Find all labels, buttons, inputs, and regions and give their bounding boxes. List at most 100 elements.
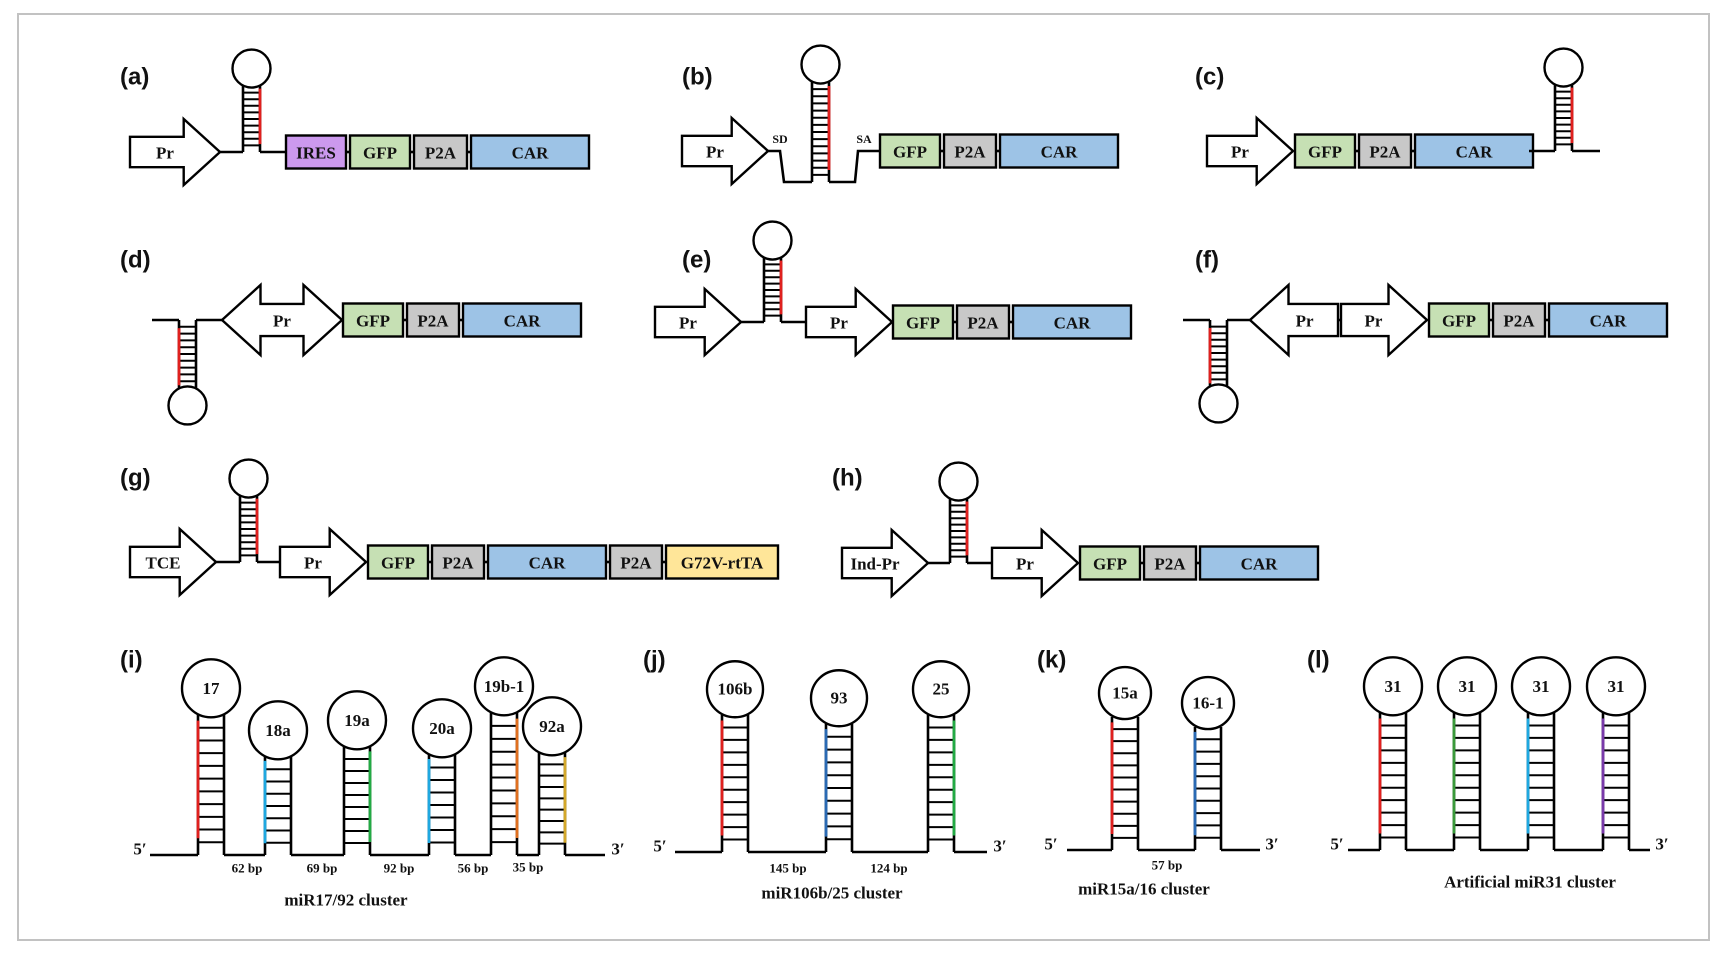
mirna-name-label: 25: [933, 680, 950, 699]
loop: [1198, 383, 1239, 424]
promoter-arrow-label: Pr: [706, 143, 724, 162]
mirna-name-label: 20a: [429, 719, 455, 738]
reverse-promoter-arrow: [1248, 282, 1340, 358]
panel-label-g: (g): [120, 465, 151, 492]
spacer-length-label: 124 bp: [870, 861, 907, 876]
inducible-promoter-arrow: [840, 527, 930, 599]
mirna-name-label: 18a: [265, 721, 291, 740]
panel-label-b: (b): [682, 64, 713, 91]
mirna-name-label: 17: [203, 679, 221, 698]
mirna-name-label: 16-1: [1192, 694, 1223, 713]
rtta-box: [664, 544, 780, 580]
promoter-arrow-label: Pr: [1231, 143, 1249, 162]
car-box-label: CAR: [1590, 312, 1628, 331]
panel-label-i: (i): [120, 647, 143, 674]
mirna-hairpin-inverted: [1198, 320, 1239, 424]
promoter-arrow-1: [653, 286, 743, 358]
spacer-length-label: 62 bp: [232, 861, 263, 876]
p2a-box-2: [608, 544, 664, 580]
panel-label-f: (f): [1195, 247, 1219, 274]
mirna-hairpin-31: [1510, 656, 1572, 850]
figure-frame: [17, 13, 1710, 941]
loop: [1543, 47, 1584, 88]
rtta-box-label: G72V-rtTA: [681, 554, 764, 573]
panel-label-d: (d): [120, 247, 151, 274]
five-prime-label: 5′: [133, 840, 146, 859]
bidirectional-promoter-label: Pr: [273, 312, 291, 331]
reverse-promoter-arrow-label: Pr: [1296, 312, 1314, 331]
spacer-length-label: 145 bp: [769, 861, 806, 876]
mirna-name-label: 19a: [344, 711, 370, 730]
loop: [326, 690, 388, 751]
loop: [1585, 656, 1647, 717]
mirna-hairpin-18a: [247, 700, 309, 855]
spacer-length-label: 35 bp: [513, 860, 544, 875]
gfp-box-label: GFP: [893, 143, 927, 162]
loop: [180, 658, 242, 719]
mirna-hairpin-31: [1436, 656, 1498, 850]
p2a-box: [955, 304, 1011, 340]
car-box: [486, 544, 608, 580]
p2a-box-label: P2A: [417, 312, 449, 331]
gfp-box: [1427, 302, 1491, 338]
cluster-title: miR17/92 cluster: [284, 891, 408, 910]
p2a-box: [412, 134, 469, 170]
tce-arrow-label: TCE: [146, 554, 181, 573]
panel-label-e: (e): [682, 247, 711, 274]
spacer-length-label: 92 bp: [384, 861, 415, 876]
car-box-label: CAR: [1041, 143, 1079, 162]
mirna-hairpin: [228, 458, 269, 562]
gfp-box-label: GFP: [906, 314, 940, 333]
mirna-hairpin-16-1: [1180, 675, 1236, 850]
three-prime-label: 3′: [1265, 835, 1278, 854]
mirna-name-label: 31: [1608, 677, 1625, 696]
mirna-hairpin-106b: [705, 660, 765, 852]
mirna-hairpin-19a: [326, 690, 388, 855]
mirna-name-label: 31: [1459, 677, 1476, 696]
promoter-arrow-label: Pr: [304, 554, 322, 573]
loop: [1097, 665, 1153, 721]
panel-label-j: (j): [643, 647, 666, 674]
car-box-label: CAR: [529, 554, 567, 573]
p2a-box: [1142, 545, 1198, 581]
gfp-box-label: GFP: [1093, 555, 1127, 574]
p2a-box-label: P2A: [1503, 312, 1535, 331]
splice-acceptor-label: SA: [856, 132, 872, 146]
p2a-box-label: P2A: [1154, 555, 1186, 574]
promoter-arrow-label: Pr: [1016, 555, 1034, 574]
panel-label-c: (c): [1195, 64, 1224, 91]
loop: [911, 660, 971, 719]
loop: [1362, 656, 1424, 717]
loop: [938, 461, 979, 502]
ires-box-label: IRES: [296, 144, 336, 163]
cluster-title: Artificial miR31 cluster: [1444, 873, 1616, 892]
promoter-arrow: [990, 527, 1080, 599]
p2a-box-label: P2A: [1369, 143, 1401, 162]
gfp-box-label: GFP: [381, 554, 415, 573]
p2a-box-label: P2A: [425, 144, 457, 163]
three-prime-label: 3′: [1655, 835, 1668, 854]
p2a-box-label: P2A: [967, 314, 999, 333]
gfp-box-label: GFP: [356, 312, 390, 331]
mirna-name-label: 19b-1: [484, 677, 525, 696]
promoter-arrow-label: Pr: [156, 144, 174, 163]
car-box: [1547, 302, 1669, 338]
five-prime-label: 5′: [1044, 835, 1057, 854]
mirna-hairpin-93: [809, 669, 869, 852]
inducible-promoter-arrow-label: Ind-Pr: [850, 555, 900, 574]
gfp-box-label: GFP: [363, 144, 397, 163]
five-prime-label: 5′: [653, 837, 666, 856]
promoter-arrow: [680, 115, 770, 187]
intron-line: [829, 149, 880, 184]
mirna-name-label: 106b: [718, 680, 753, 699]
mirna-hairpin-15a: [1097, 665, 1153, 850]
